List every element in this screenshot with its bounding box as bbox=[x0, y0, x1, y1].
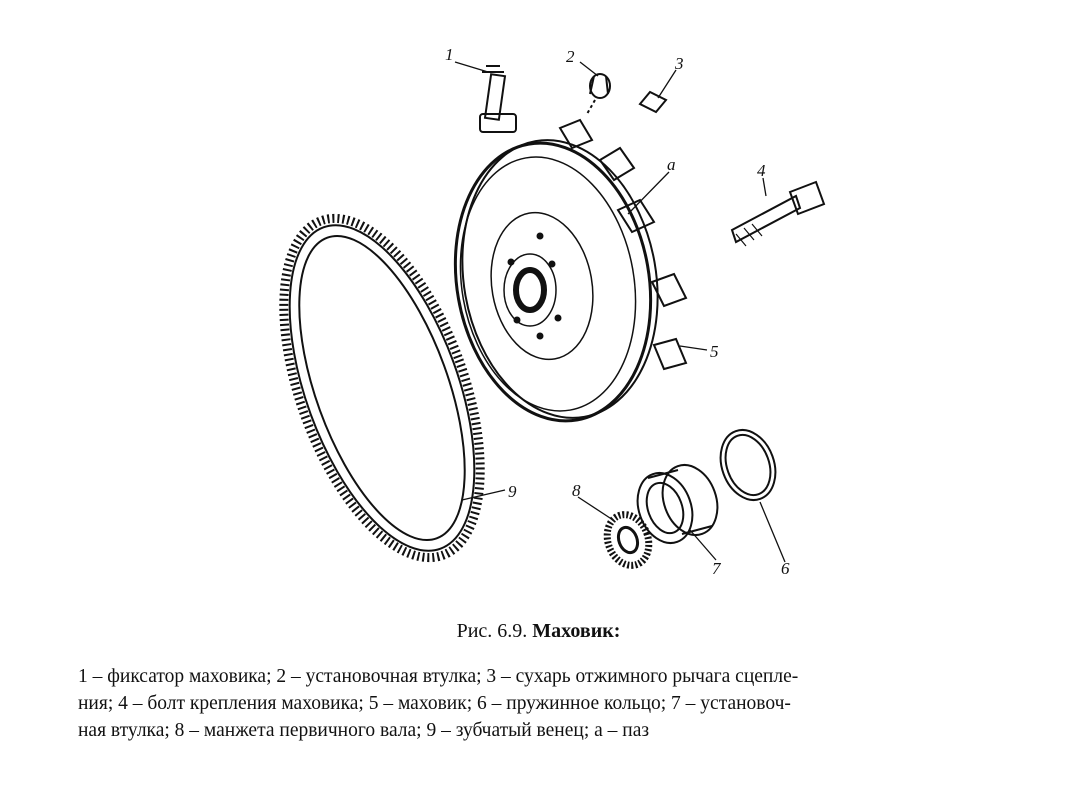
caption-title: Маховик: bbox=[532, 620, 621, 642]
release-lever-block bbox=[638, 90, 668, 114]
label-7: 7 bbox=[712, 559, 722, 578]
flywheel-drawing: 1 2 3 a 4 5 9 8 7 6 bbox=[279, 45, 826, 578]
label-6: 6 bbox=[781, 559, 790, 578]
leader-lines bbox=[454, 61, 786, 563]
label-8: 8 bbox=[572, 481, 581, 500]
spring-ring bbox=[719, 429, 777, 501]
label-3: 3 bbox=[674, 54, 684, 73]
label-2: 2 bbox=[566, 47, 575, 66]
label-a: a bbox=[667, 155, 676, 174]
legend-line-2: ния; 4 – болт крепления маховика; 5 – ма… bbox=[78, 693, 791, 714]
label-5: 5 bbox=[710, 342, 719, 361]
flywheel-illustration: 1 2 3 a 4 5 9 8 7 6 bbox=[279, 45, 826, 578]
flywheel-bolt bbox=[730, 180, 826, 247]
legend-line-1: 1 – фиксатор маховика; 2 – установочная … bbox=[78, 666, 799, 687]
locating-sleeve-large bbox=[636, 464, 719, 544]
legend-line-3: ная втулка; 8 – манжета первичного вала;… bbox=[78, 720, 650, 741]
caption-prefix: Рис. 6.9. bbox=[456, 620, 528, 642]
ring-gear bbox=[279, 213, 485, 563]
label-9: 9 bbox=[508, 482, 517, 501]
figure-caption: Рис. 6.9. Маховик: bbox=[0, 620, 1077, 643]
label-1: 1 bbox=[445, 45, 454, 64]
locating-sleeve bbox=[586, 73, 611, 115]
flywheel-fixator bbox=[479, 65, 517, 133]
figure-legend: 1 – фиксатор маховика; 2 – установочная … bbox=[78, 663, 1003, 744]
flywheel bbox=[453, 118, 688, 423]
input-shaft-seal bbox=[603, 511, 653, 569]
label-4: 4 bbox=[757, 161, 766, 180]
